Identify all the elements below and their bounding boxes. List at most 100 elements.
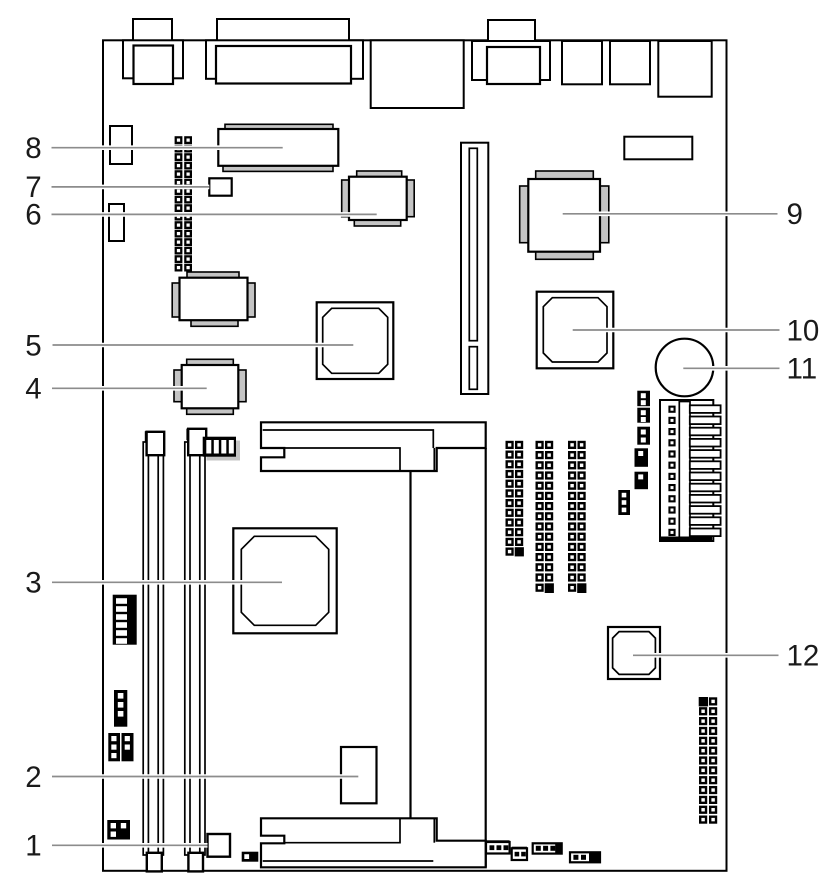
pin-dot: [507, 481, 512, 486]
power-connector: [659, 399, 722, 542]
rear-io-panel: [122, 18, 713, 109]
power-finger: [688, 404, 722, 414]
pin-dot: [507, 462, 512, 467]
pin-dot: [640, 410, 646, 416]
pin-dot: [701, 719, 705, 723]
pin-dot: [711, 709, 715, 713]
pin-dot: [670, 452, 674, 456]
pin-dot: [176, 206, 181, 210]
pin: [581, 854, 586, 860]
pin-dot: [517, 540, 521, 544]
pin: [573, 854, 579, 860]
pin-dot: [117, 711, 124, 717]
pin-dot: [110, 823, 116, 829]
pin-dot: [711, 817, 715, 822]
pin-dot: [186, 240, 190, 244]
pin-dot: [670, 519, 674, 523]
pin-dot: [701, 817, 705, 822]
callout-label: 6: [25, 199, 41, 232]
pin-header-blocked-pin: [698, 697, 709, 707]
pin-dot: [638, 474, 644, 480]
connector-ps2-right: [471, 19, 551, 86]
pin-dot: [111, 736, 117, 742]
dimm-latch-top: [145, 430, 166, 457]
pin-dot: [186, 231, 190, 236]
pin-dot: [701, 729, 705, 733]
pin-dot: [537, 443, 542, 447]
pin-dot: [120, 823, 127, 829]
pin: [514, 851, 520, 857]
callout-label: 4: [25, 373, 41, 406]
pin-dot: [570, 555, 574, 559]
pin-dot: [579, 494, 584, 498]
pin-dot: [547, 534, 551, 539]
pin-dot: [537, 483, 542, 488]
pin-dot: [176, 172, 181, 176]
callout-7: 7: [25, 171, 210, 204]
pin-dot: [517, 452, 521, 457]
jumper-cap: [589, 852, 600, 863]
pin-dot: [176, 257, 181, 261]
pin-dot: [547, 565, 551, 570]
pin-dot: [547, 463, 551, 468]
pin-dot: [579, 575, 584, 580]
dimm-rail-right: [198, 441, 206, 856]
pin-dot: [547, 483, 551, 488]
pin-array-3: [568, 440, 586, 592]
connector-parallel-port: [205, 18, 364, 85]
bracket-inner-line: [284, 447, 401, 471]
pin: [503, 845, 509, 851]
pin-dot: [547, 545, 551, 549]
pin-dot: [670, 508, 674, 512]
pin-dot: [701, 798, 705, 802]
bracket-inner-line: [284, 818, 401, 844]
pin-dot: [507, 443, 512, 447]
pin-dot: [507, 491, 512, 496]
callout-label: 12: [787, 640, 820, 673]
pin-dot: [186, 172, 190, 176]
pin-dot: [186, 197, 190, 202]
pin-dot: [570, 524, 574, 529]
dip-switch: [213, 440, 219, 454]
pin-dot: [186, 265, 190, 270]
pin-dot: [640, 393, 646, 399]
pin-dot: [507, 501, 512, 505]
bracket-outline: [259, 421, 487, 473]
slot-key-short: [468, 345, 479, 391]
pin-dot: [244, 854, 250, 859]
pin-dot: [711, 798, 715, 802]
pin-dot: [517, 481, 521, 486]
callouts: 8 7 6 5 4 3 2: [25, 132, 819, 863]
connector-ps2-left: [122, 18, 184, 86]
connector-body: [132, 44, 175, 86]
callout-11: 11: [683, 353, 817, 386]
dip-switch: [116, 606, 127, 612]
riser-slot: [460, 141, 490, 395]
callout-5: 5: [25, 329, 354, 362]
pin-dot: [186, 248, 190, 253]
dip-switch-6: [112, 594, 137, 645]
pin-array-2-blocked-pin: [544, 583, 554, 593]
chip-callout-7: [208, 177, 233, 197]
pin-dot: [701, 788, 705, 792]
pin-dot: [547, 524, 551, 529]
left-edge-component-1: [109, 125, 133, 165]
pin-dot: [670, 474, 674, 478]
callout-label: 7: [25, 171, 41, 204]
chip-die: [321, 307, 389, 375]
dip-switch: [116, 598, 127, 604]
pin-dot: [547, 443, 551, 447]
pin-dot: [117, 702, 124, 708]
pin-dot: [186, 163, 190, 168]
pin-dot: [711, 788, 715, 792]
pin-array-1-blocked-pin: [514, 547, 524, 557]
chip-body: [178, 276, 249, 322]
pin-dot: [701, 768, 705, 773]
power-connector-bar: [678, 400, 691, 541]
dip-switch: [116, 614, 127, 620]
pin-dot: [186, 257, 190, 261]
pin-dot: [537, 504, 542, 508]
jumpers-bottom-row: [484, 840, 602, 864]
power-finger: [688, 505, 722, 515]
pin-dot: [517, 491, 521, 496]
